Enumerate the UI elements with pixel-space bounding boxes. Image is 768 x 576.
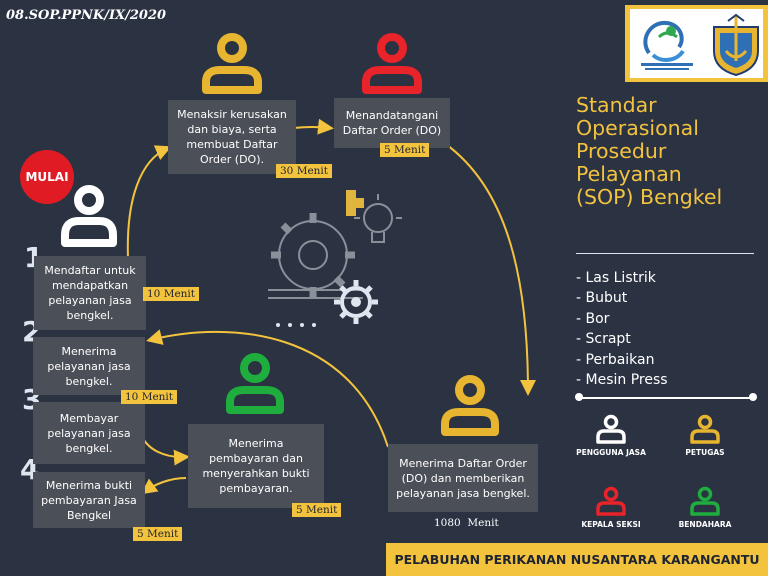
assess-time: 30 Menit: [276, 164, 333, 178]
start-badge: MULAI: [20, 150, 74, 204]
step-1-box: Mendaftar untuk mendapatkan pelayanan ja…: [34, 256, 146, 330]
footer-text: PELABUHAN PERIKANAN NUSANTARA KARANGANTU: [394, 552, 760, 567]
payment-time: 5 Menit: [292, 503, 342, 517]
step-3-box: Membayar pelayanan jasa bengkel.: [33, 402, 145, 464]
step-4-time: 5 Menit: [133, 527, 183, 541]
title-divider: [576, 253, 754, 254]
title-line-2: Operasional: [576, 116, 699, 140]
arrow-assess-to-sign: [293, 118, 334, 135]
ppn-karangantu-emblem: [713, 13, 759, 77]
petugas-service-icon: [441, 375, 499, 436]
assess-box: Menaksir kerusakan dan biaya, serta memb…: [168, 100, 296, 174]
kepala-seksi-icon: [362, 33, 422, 94]
service-time: 1080 Menit: [434, 517, 499, 529]
legend-petugas-label: PETUGAS: [685, 448, 725, 457]
footer-banner: PELABUHAN PERIKANAN NUSANTARA KARANGANTU: [386, 543, 768, 576]
divider-dot-left: [575, 393, 583, 401]
sign-box: Menandatangani Daftar Order (DO): [334, 98, 450, 148]
legend-pengguna-jasa-label: PENGGUNA JASA: [576, 448, 646, 457]
service-item-5: - Perbaikan: [576, 351, 655, 368]
service-item-4: - Scrapt: [576, 331, 631, 348]
service-item-2: - Bubut: [576, 290, 628, 307]
sign-time: 5 Menit: [380, 143, 430, 157]
step-3-time: 10 Menit: [121, 390, 178, 404]
service-item-1: - Las Listrik: [576, 270, 656, 286]
legend-divider: [578, 397, 754, 399]
legend-kepala-seksi-label: KEPALA SEKSI: [581, 520, 641, 529]
kkp-logo: [641, 20, 693, 70]
payment-text: Menerima pembayaran dan menyerahkan bukt…: [202, 437, 310, 495]
service-list: - Las Listrik - Bubut - Bor - Scrapt - P…: [576, 268, 668, 390]
document-code: 08.SOP.PPNK/IX/2020: [6, 8, 167, 23]
service-text: Menerima Daftar Order (DO) dan memberika…: [396, 456, 530, 500]
divider-dot-right: [749, 393, 757, 401]
arrow-service-to-step2: [146, 329, 389, 448]
step-2-text: Menerima pelayanan jasa bengkel.: [47, 344, 131, 388]
legend-bendahara-label: BENDAHARA: [678, 520, 732, 529]
legend-pengguna-jasa-icon: [596, 414, 626, 444]
title-line-1: Standar: [576, 93, 657, 117]
step-4-box: Menerima bukti pembayaran Jasa Bengkel: [33, 472, 145, 528]
legend-petugas-icon: [690, 414, 720, 444]
payment-box: Menerima pembayaran dan menyerahkan bukt…: [188, 424, 324, 508]
service-item-3: - Bor: [576, 310, 610, 327]
page-title: Standar Operasional Prosedur Pelayanan (…: [576, 94, 766, 209]
gear-icon: [268, 190, 402, 327]
title-line-4: Pelayanan: [576, 162, 682, 186]
service-box: Menerima Daftar Order (DO) dan memberika…: [388, 444, 538, 512]
step-1-time: 10 Menit: [143, 287, 200, 301]
arrow-step3-to-payment: [139, 431, 190, 466]
petugas-icon: [202, 33, 262, 94]
bendahara-icon: [226, 353, 284, 414]
legend-bendahara-icon: [690, 486, 720, 516]
service-item-6: - Mesin Press: [576, 372, 668, 389]
arrow-payment-to-step4: [140, 477, 187, 495]
assess-text: Menaksir kerusakan dan biaya, serta memb…: [177, 108, 287, 166]
start-label: MULAI: [25, 170, 69, 184]
logo-panel: [625, 5, 768, 82]
arrow-step1-to-assess: [126, 145, 172, 259]
title-line-5: (SOP) Bengkel: [576, 185, 723, 209]
step-1-text: Mendaftar untuk mendapatkan pelayanan ja…: [44, 264, 136, 322]
step-4-text: Menerima bukti pembayaran Jasa Bengkel: [41, 478, 137, 522]
arrow-sign-to-service: [439, 139, 536, 396]
step-2-box: Menerima pelayanan jasa bengkel.: [33, 337, 145, 395]
title-line-3: Prosedur: [576, 139, 667, 163]
legend-kepala-seksi-icon: [596, 486, 626, 516]
sign-text: Menandatangani Daftar Order (DO): [342, 109, 442, 137]
step-3-text: Membayar pelayanan jasa bengkel.: [47, 411, 131, 455]
pengguna-jasa-icon: [61, 185, 117, 247]
